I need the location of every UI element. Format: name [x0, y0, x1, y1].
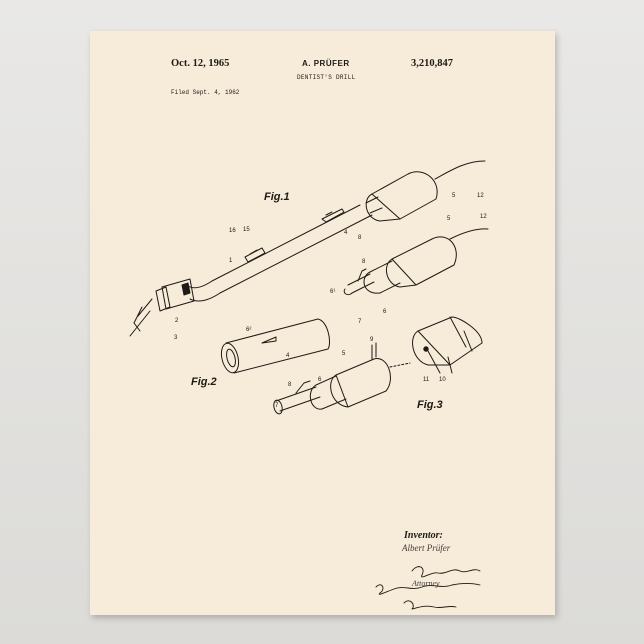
- patent-drawing: [90, 31, 555, 615]
- patent-poster: Oct. 12, 1965 A. PRÜFER 3,210,847 DENTIS…: [90, 31, 555, 615]
- ref-16: 16: [229, 228, 236, 234]
- ref-7-coupling: 7: [275, 403, 278, 409]
- inventor-label: Inventor:: [404, 530, 443, 541]
- ref-6b: 6²: [246, 327, 251, 333]
- ref-12-detail: 12: [480, 214, 487, 220]
- ref-11: 11: [423, 377, 429, 383]
- ref-8-fig1: 8: [358, 235, 361, 241]
- fig1-detail: [344, 229, 488, 295]
- inventor-signature: Albert Prüfer: [402, 543, 450, 553]
- fig2-drawing: [219, 319, 330, 374]
- ref-12-fig1: 12: [477, 193, 484, 199]
- ref-8-detail: 8: [362, 259, 365, 265]
- ref-9: 9: [370, 337, 373, 343]
- ref-6a: 6¹: [330, 289, 335, 295]
- ref-1: 1: [229, 258, 232, 264]
- ref-4-fig1: 4: [344, 230, 347, 236]
- ref-2: 2: [175, 318, 178, 324]
- ref-3: 3: [174, 335, 177, 341]
- ref-4-fig2: 4: [286, 353, 289, 359]
- ref-7-detail: 7: [358, 319, 361, 325]
- fig3-drawing: [413, 317, 482, 373]
- attorney-signature: Attorney: [412, 579, 440, 588]
- ref-5-fig1: 5: [452, 193, 455, 199]
- ref-15: 15: [243, 227, 250, 233]
- fig1-drawing: [130, 161, 485, 336]
- ref-5-coupling: 5: [342, 351, 345, 357]
- ref-8-coupling: 8: [288, 382, 291, 388]
- ref-6-detail: 6: [383, 309, 386, 315]
- ref-10: 10: [439, 377, 446, 383]
- ref-6-coupling: 6: [318, 377, 321, 383]
- ref-5-detail: 5: [447, 216, 450, 222]
